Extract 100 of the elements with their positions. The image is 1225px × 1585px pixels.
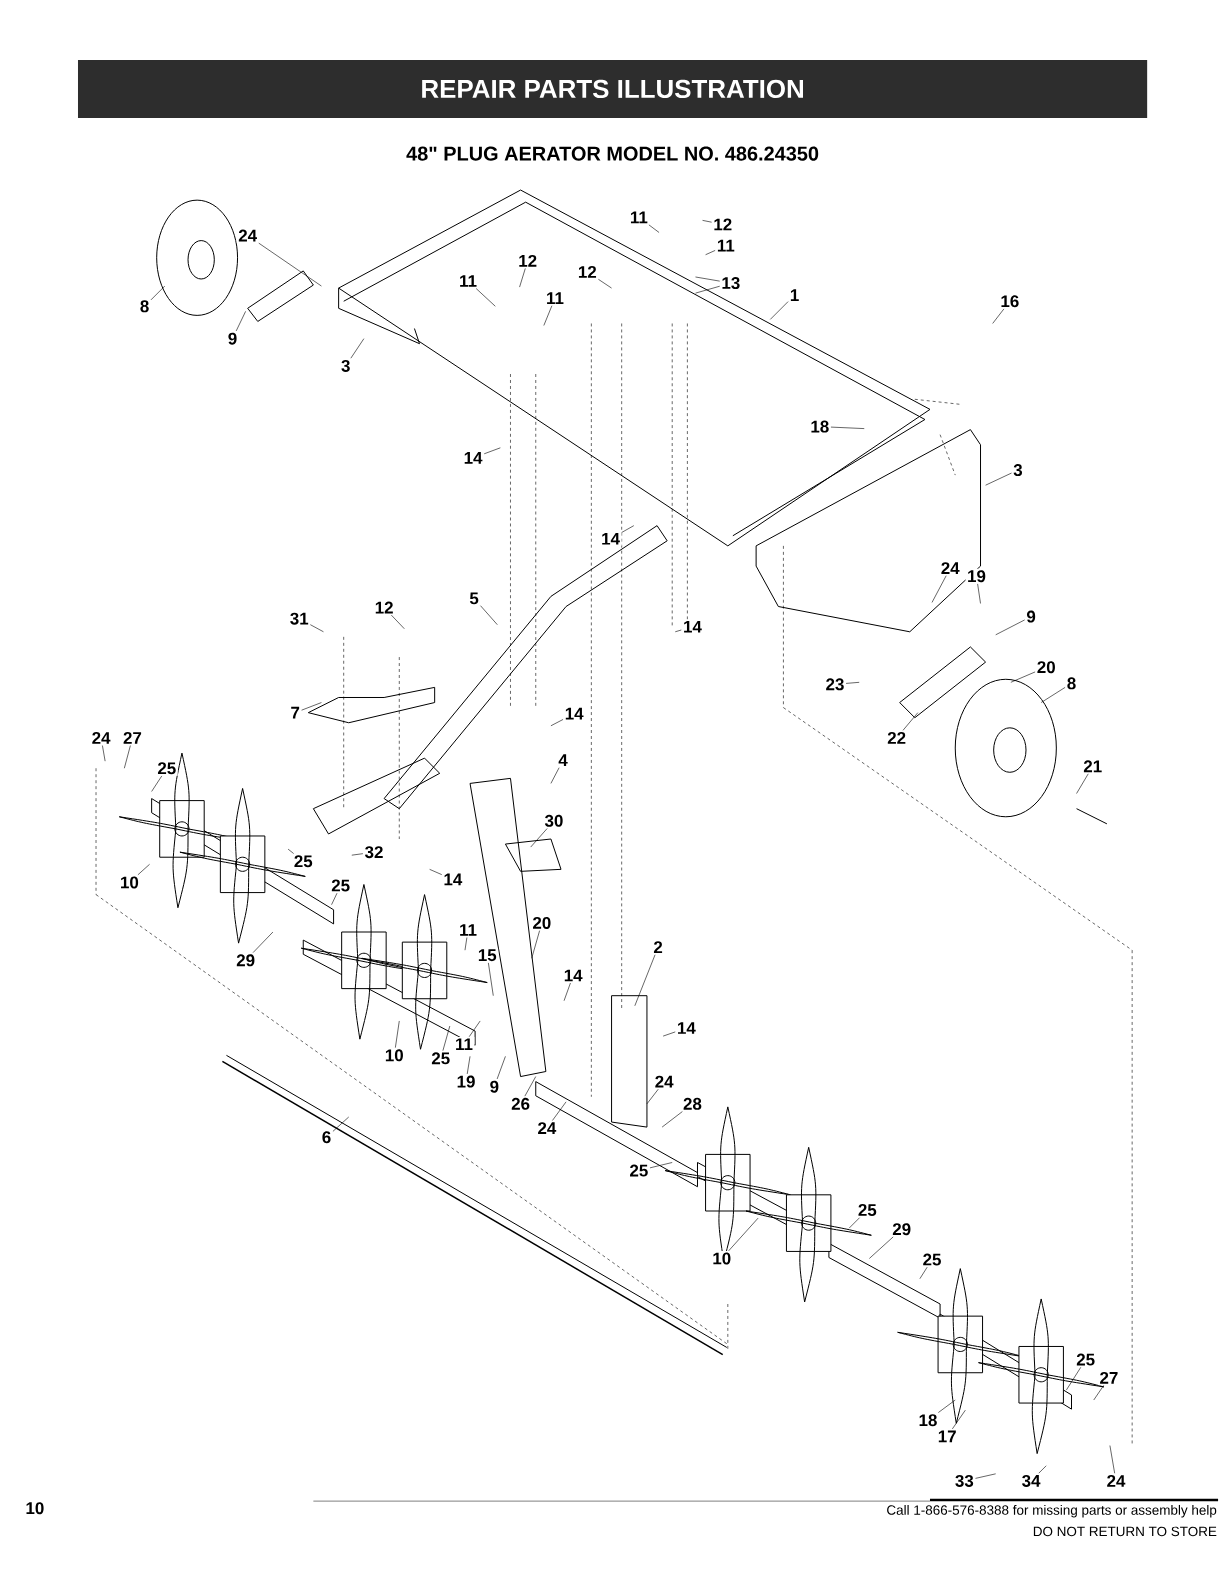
leader-line <box>661 1111 683 1128</box>
callout-number: 11 <box>544 290 566 306</box>
leader-line <box>531 930 540 959</box>
callout-number: 25 <box>856 1202 879 1218</box>
leader-line <box>123 745 131 769</box>
leader-line <box>646 1088 659 1105</box>
callout-number: 29 <box>234 952 257 968</box>
callout-number: 12 <box>373 600 395 615</box>
leader-line <box>466 1056 471 1075</box>
leader-line <box>395 1020 400 1048</box>
callout-number: 14 <box>563 706 585 721</box>
callout-number: 8 <box>1065 675 1078 691</box>
callout-number: 10 <box>383 1047 406 1063</box>
callout-number: 24 <box>653 1074 675 1089</box>
leader-line <box>919 1266 928 1280</box>
leader-line <box>464 937 468 951</box>
leader-line <box>496 1056 506 1080</box>
leader-line <box>1093 1385 1104 1401</box>
callout-number: 2 <box>651 939 665 955</box>
leader-line <box>952 1409 966 1430</box>
callout-number: 10 <box>118 875 141 890</box>
leader-line <box>429 869 442 875</box>
callout-number: 15 <box>476 947 499 963</box>
callout-number: 20 <box>530 915 553 931</box>
leader-line <box>102 745 106 762</box>
leader-line <box>769 301 789 320</box>
leader-line <box>252 931 274 953</box>
leader-line <box>563 982 571 1002</box>
callout-number: 14 <box>599 531 622 547</box>
leader-line <box>931 575 947 603</box>
callout-number: 30 <box>542 813 565 829</box>
leader-line <box>483 447 501 455</box>
leader-line <box>1040 687 1066 703</box>
leader-line <box>598 279 612 289</box>
leader-line <box>350 338 365 359</box>
leader-line <box>985 472 1012 486</box>
callout-number: 17 <box>936 1429 958 1444</box>
leader-line <box>695 285 720 294</box>
callout-number: 25 <box>627 1163 650 1179</box>
leader-line <box>524 1076 536 1097</box>
leader-line <box>938 1399 956 1413</box>
leader-line <box>137 864 150 876</box>
callout-number: 18 <box>808 419 831 435</box>
callout-number: 22 <box>885 730 908 746</box>
leader-line <box>695 276 720 282</box>
callout-number: 6 <box>320 1129 333 1145</box>
footer-note: Call 1-866-576-8388 for missing parts or assembly help <box>887 1504 1217 1518</box>
leader-line <box>543 305 553 326</box>
leader-line <box>258 242 322 287</box>
callout-number: 25 <box>1074 1352 1097 1368</box>
leader-line <box>902 712 919 731</box>
callout-number: 29 <box>890 1221 913 1237</box>
leader-line <box>992 308 1005 324</box>
callout-number: 32 <box>363 844 385 860</box>
leader-line <box>662 1031 676 1037</box>
leader-line <box>550 767 560 784</box>
callout-number: 24 <box>236 228 259 243</box>
callout-number: 9 <box>488 1079 501 1095</box>
leader-line <box>848 1217 860 1229</box>
callout-number: 11 <box>715 238 737 253</box>
subtitle: 48" PLUG AERATOR MODEL NO. 486.24350 <box>406 146 819 161</box>
callout-number: 14 <box>462 450 484 466</box>
leader-line <box>1109 1445 1115 1474</box>
callout-number: 18 <box>917 1412 939 1428</box>
callout-number: 9 <box>226 331 239 347</box>
leader-line <box>552 1101 567 1121</box>
leader-line <box>442 1025 451 1051</box>
callout-number: 31 <box>288 611 311 627</box>
callout-number: 14 <box>675 1020 698 1036</box>
leader-line <box>550 719 564 727</box>
leader-line <box>705 250 716 256</box>
callout-number: 25 <box>329 878 352 893</box>
callout-number: 24 <box>939 560 962 576</box>
leader-line <box>1076 773 1089 794</box>
leader-line <box>648 224 660 233</box>
leader-line <box>1038 1465 1047 1474</box>
callout-number: 14 <box>681 619 704 635</box>
callout-number: 20 <box>1035 659 1058 675</box>
callout-number: 25 <box>429 1050 452 1066</box>
callout-number: 19 <box>965 568 988 584</box>
callout-number: 1 <box>788 287 801 303</box>
callout-number: 3 <box>1011 462 1025 478</box>
callout-number: 21 <box>1081 758 1104 774</box>
callout-number: 10 <box>710 1251 733 1266</box>
callout-number: 26 <box>509 1096 532 1112</box>
page-number: 10 <box>26 1502 44 1515</box>
callout-number: 14 <box>562 968 584 983</box>
callout-number: 23 <box>824 676 846 692</box>
callout-number: 34 <box>1020 1473 1042 1489</box>
leader-line <box>150 285 165 301</box>
leader-line <box>519 268 526 288</box>
callout-number: 5 <box>467 591 481 606</box>
callout-number: 12 <box>516 253 539 269</box>
leader-line <box>621 525 635 533</box>
callout-number: 19 <box>455 1074 477 1090</box>
callout-number: 9 <box>1024 609 1038 625</box>
leader-line <box>977 583 981 604</box>
leader-line <box>331 892 338 905</box>
leader-line <box>235 311 246 332</box>
leader-line <box>674 629 682 633</box>
